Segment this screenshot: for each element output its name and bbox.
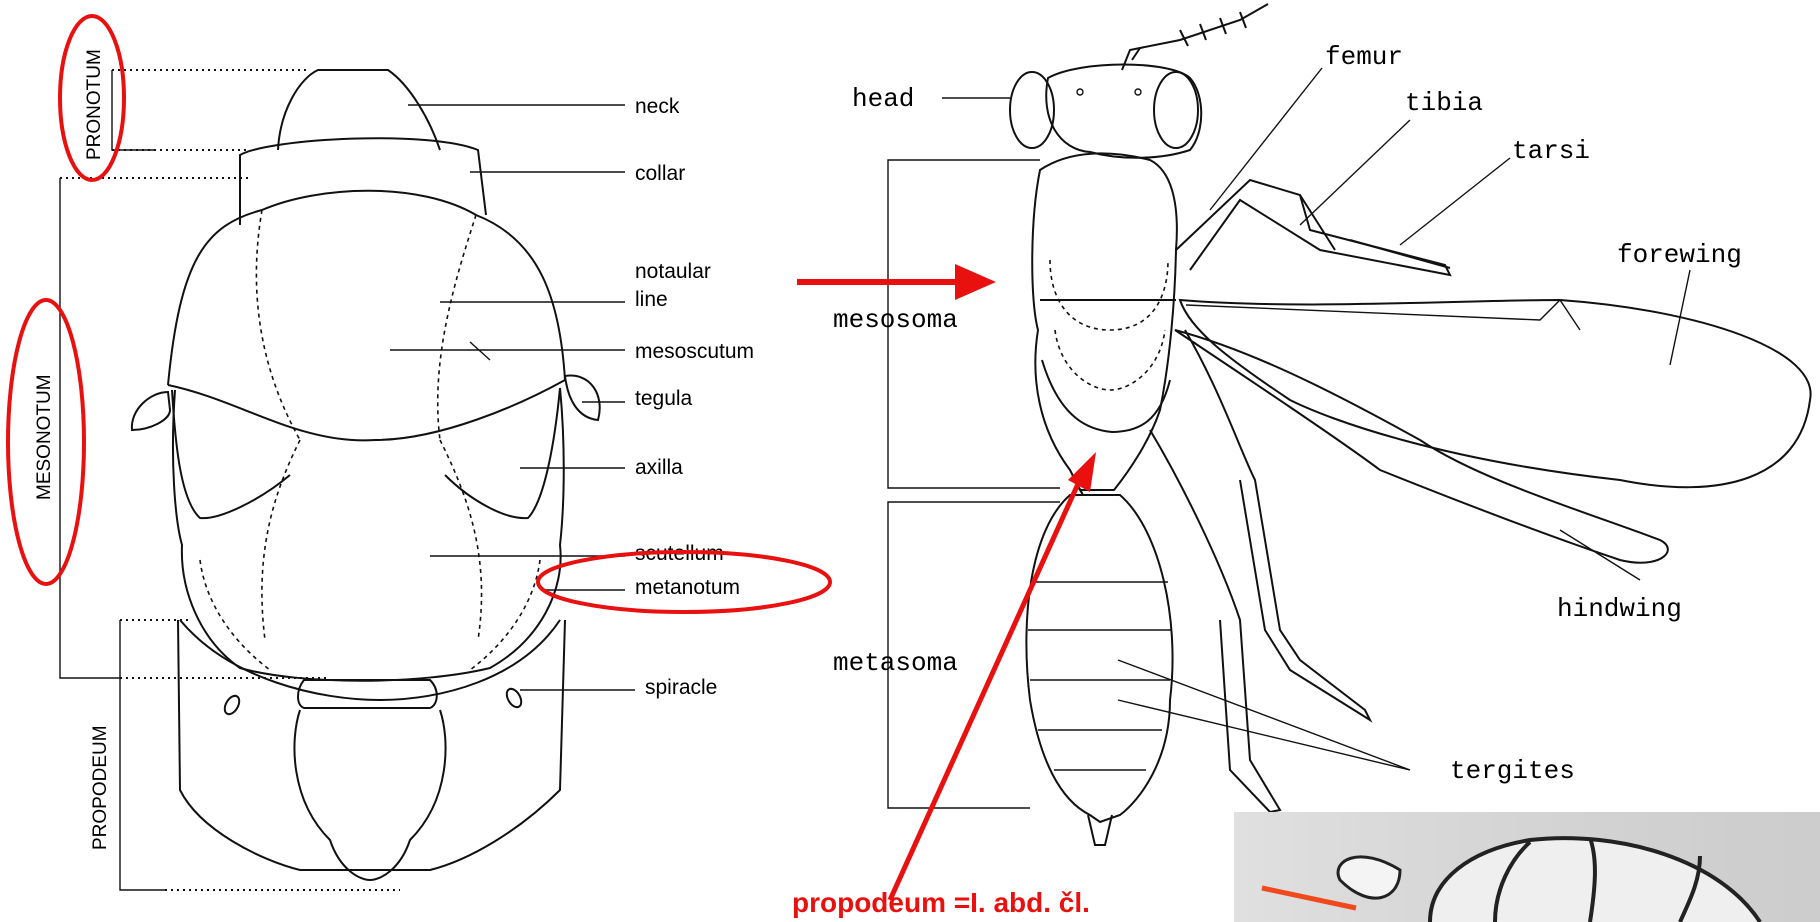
label-propodeum: PROPODEUM (90, 725, 111, 850)
label-metanotum: metanotum (635, 576, 740, 599)
arrow-head-mesosoma (955, 264, 996, 300)
mesosoma-shape (1032, 153, 1177, 493)
tegula-left (132, 392, 170, 430)
annotations: propodeum =I. abd. čl. (792, 264, 1096, 918)
propodeum-bracket (120, 620, 165, 890)
spiracle-left (222, 693, 242, 716)
label-spiracle: spiracle (645, 676, 717, 699)
label-metasoma: metasoma (833, 648, 958, 678)
mesonotum-bracket (60, 178, 120, 678)
antenna (1122, 4, 1268, 70)
left-mesosoma-diagram: neck collar notaular line mesoscutum teg… (8, 16, 830, 890)
forewing-shape (1180, 300, 1811, 487)
label-notaular: notaular (635, 260, 711, 283)
collar-shape (240, 138, 486, 225)
tegula-right (565, 376, 600, 420)
label-tibia: tibia (1405, 88, 1483, 118)
label-mesoscutum: mesoscutum (635, 340, 754, 363)
inset-image (1234, 812, 1820, 922)
arrow-head-propodeum (1068, 452, 1096, 492)
label-forewing: forewing (1617, 240, 1742, 270)
propodeum-note: propodeum =I. abd. čl. (792, 887, 1090, 918)
label-femur: femur (1325, 42, 1403, 72)
label-hindwing: hindwing (1557, 594, 1682, 624)
label-head: head (852, 84, 914, 114)
label-mesonotum: MESONOTUM (34, 374, 55, 500)
eye-right (1154, 72, 1198, 148)
label-collar: collar (635, 162, 685, 185)
label-line: line (635, 288, 668, 311)
label-pronotum: PRONOTUM (84, 49, 105, 160)
label-mesosoma: mesosoma (833, 305, 958, 335)
mesoscutum-shape (168, 191, 565, 385)
label-tergites: tergites (1450, 756, 1575, 786)
label-neck: neck (635, 95, 680, 118)
head-shape (1046, 65, 1201, 158)
label-tegula: tegula (635, 387, 693, 410)
right-wasp-diagram: head mesosoma metasoma femur tibia tarsi… (833, 4, 1811, 845)
label-axilla: axilla (635, 456, 683, 479)
label-tarsi: tarsi (1512, 136, 1590, 166)
